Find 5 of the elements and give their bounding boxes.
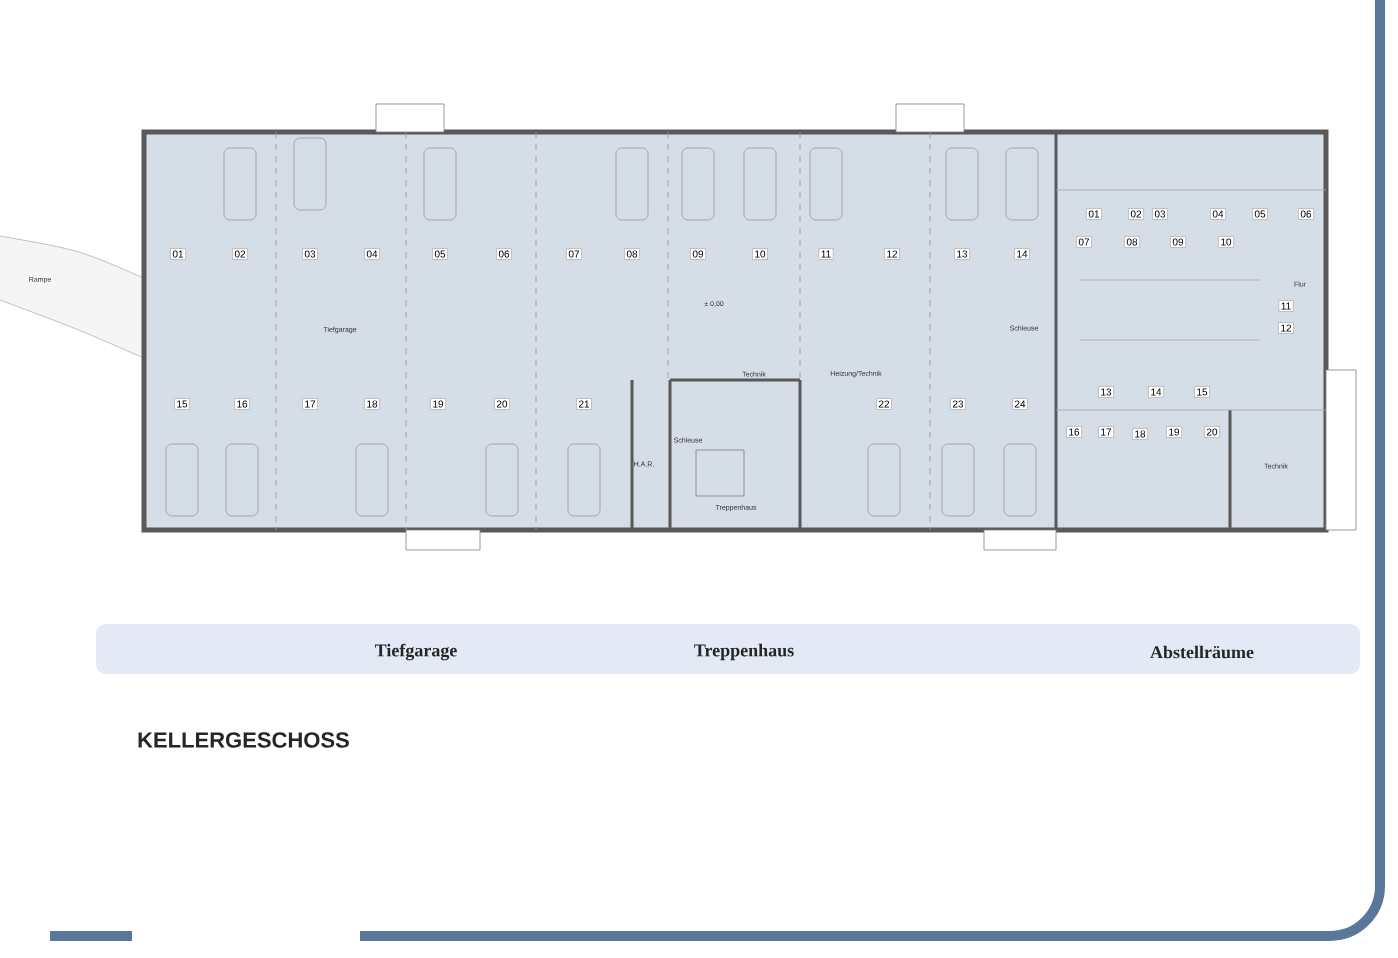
label: Abstellräume [1150, 645, 1254, 659]
legend-band: Tiefgarage Treppenhaus Abstellräume [96, 624, 1360, 674]
label: Tiefgarage [374, 643, 457, 661]
label: Treppenhaus [694, 643, 794, 661]
page-title: KELLERGESCHOSS [138, 732, 349, 748]
